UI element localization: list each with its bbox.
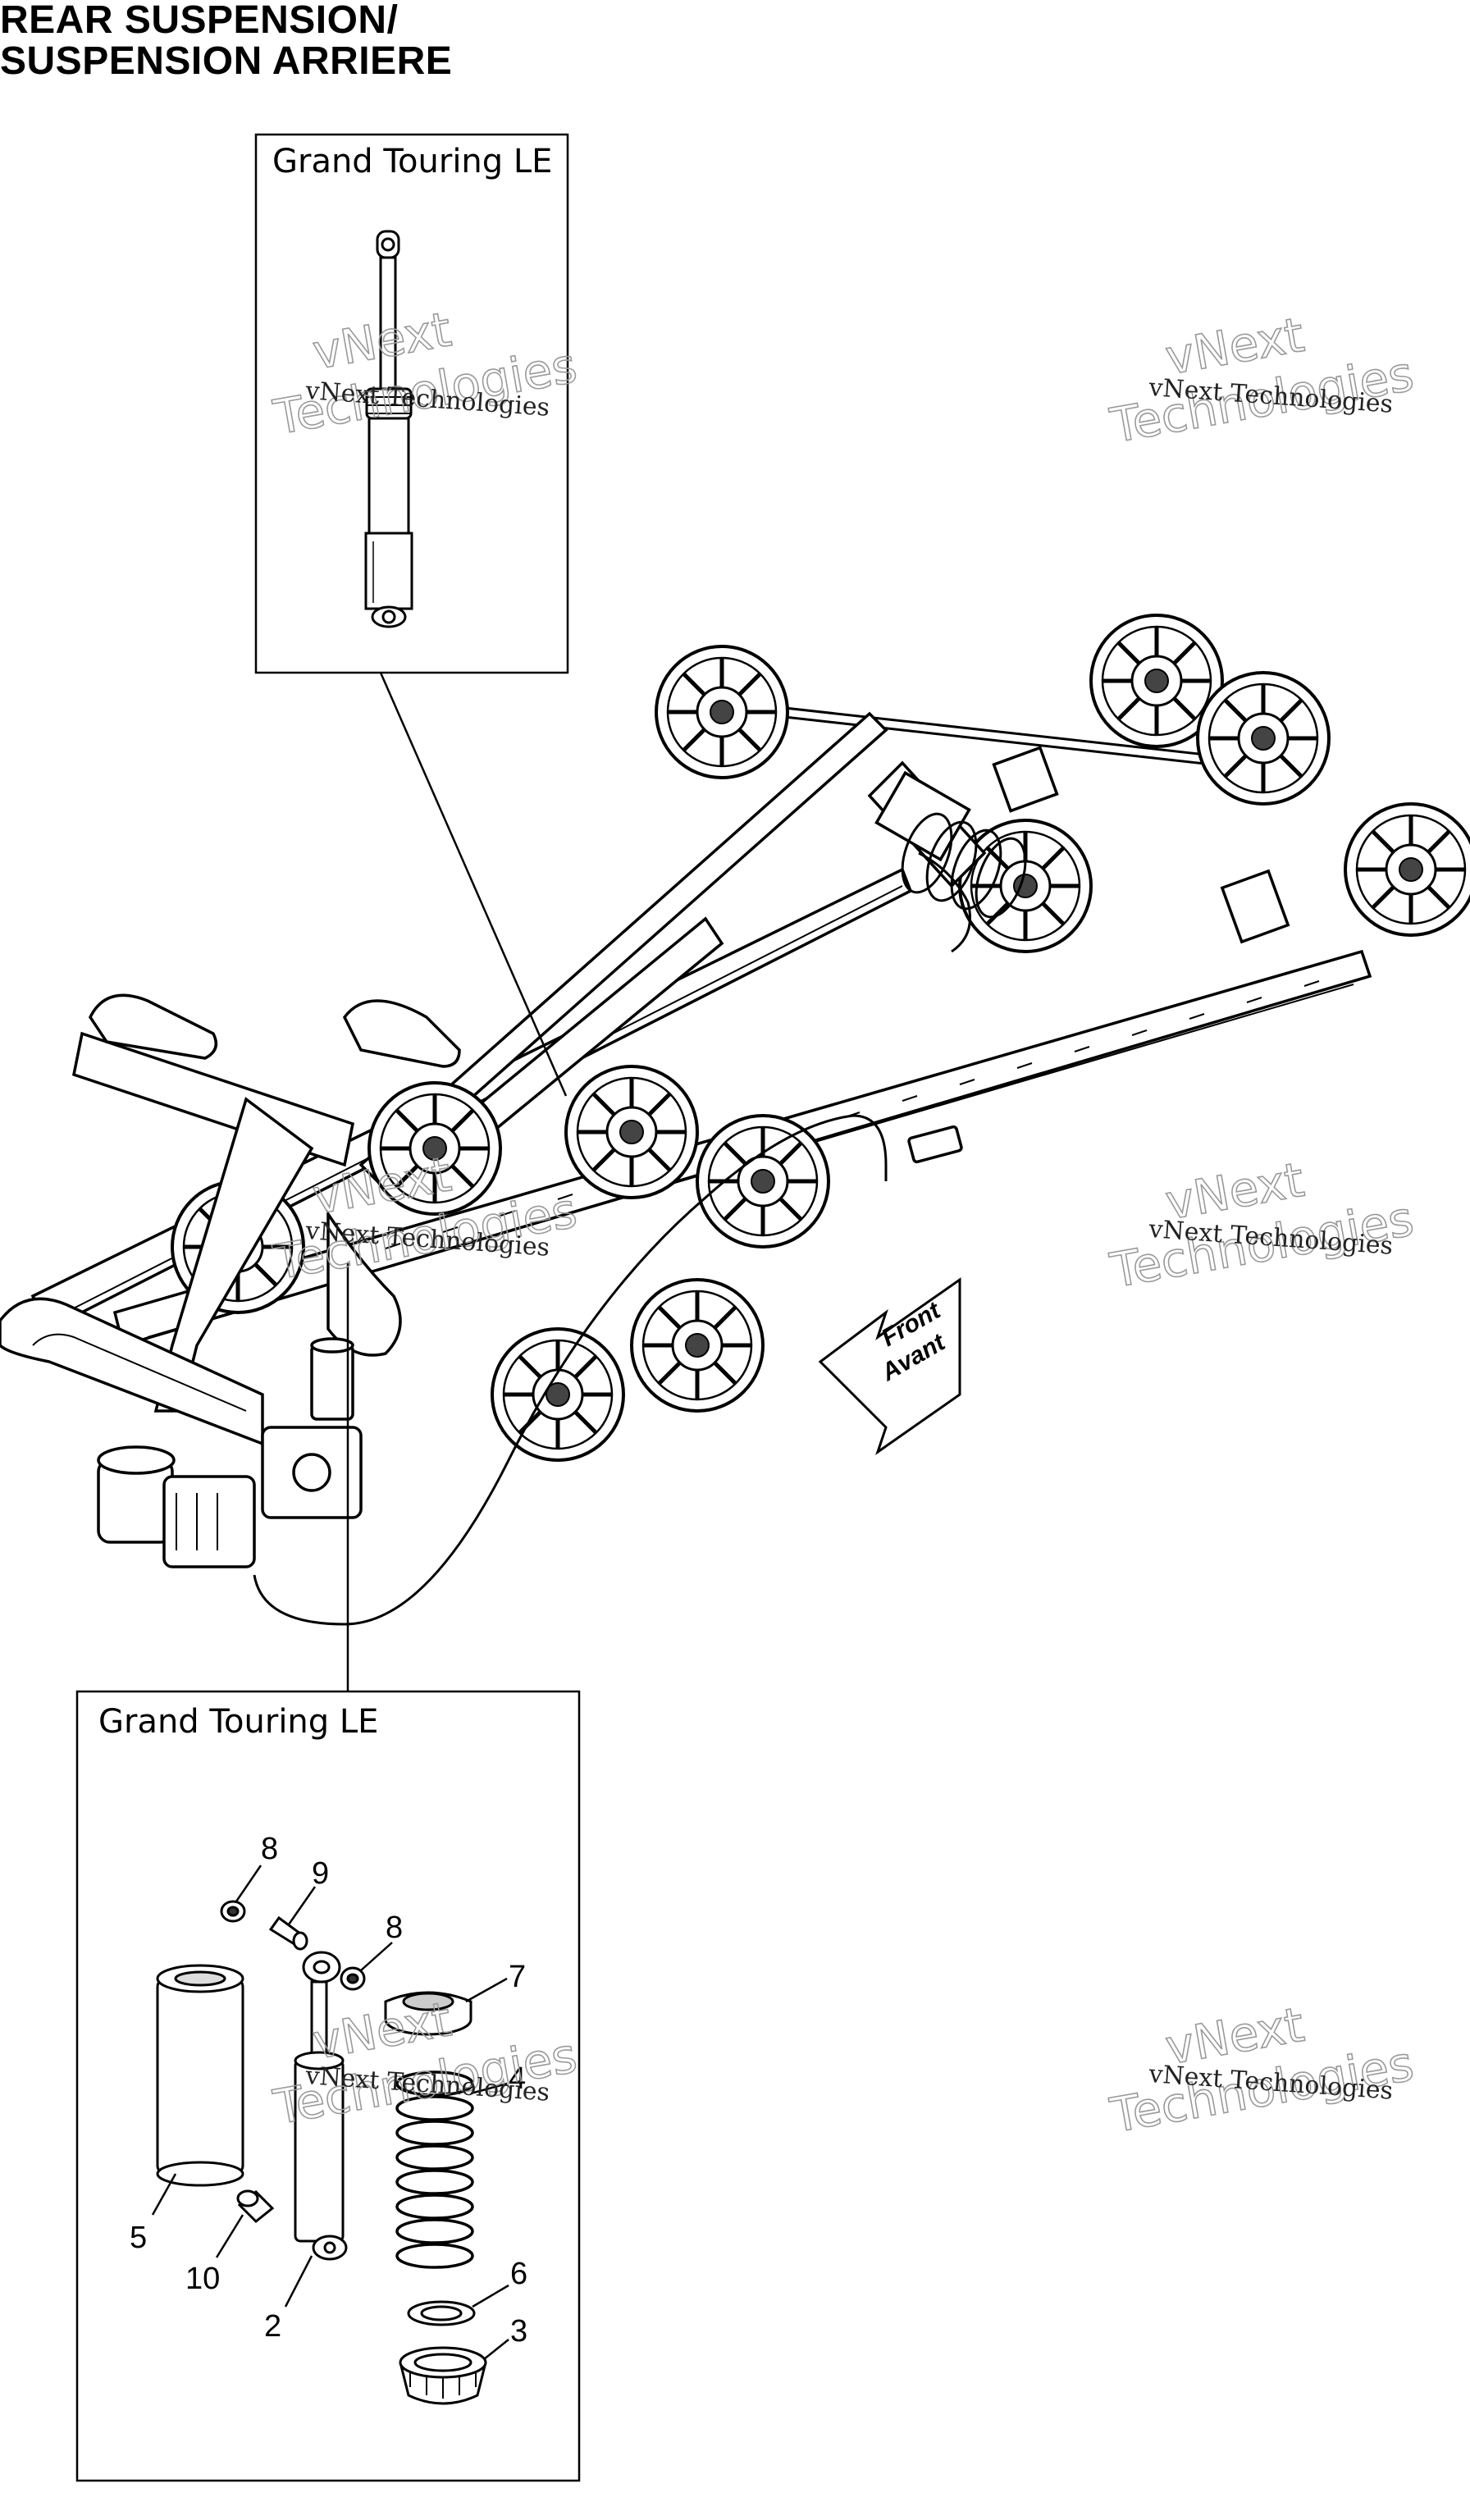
- rear-shock-strut: [358, 711, 888, 1184]
- callout-5: 5: [130, 2221, 147, 2255]
- rear-axle-clamp-left: [992, 746, 1059, 813]
- callout-3: 3: [510, 2314, 527, 2349]
- adjuster-motor: [97, 1426, 363, 1568]
- front-handle-right: [342, 999, 461, 1068]
- rear-coil-spring: [901, 812, 1027, 919]
- part-4-coil-spring: [395, 2070, 474, 2269]
- page-title-line1: REAR SUSPENSION/: [0, 0, 399, 42]
- front-direction-arrow: Front Avant: [818, 1277, 961, 1455]
- part-8-bushing-upper: [220, 1900, 246, 1923]
- part-9-sleeve: [268, 1915, 308, 1951]
- callout-8-right: 8: [386, 1911, 403, 1945]
- rear-axle-clamp-right: [1220, 869, 1290, 944]
- callout-leaders: [151, 1865, 509, 2360]
- part-6-washer: [407, 2300, 476, 2326]
- callout-10: 10: [185, 2262, 220, 2296]
- rear-idler-wheel-right: [1198, 673, 1329, 804]
- callout-6: 6: [510, 2257, 527, 2291]
- rear-suspension-assembly: [0, 615, 1470, 1626]
- front-wheel-right: [632, 1280, 763, 1411]
- mid-wheel-right: [697, 1116, 829, 1247]
- callout-9: 9: [312, 1856, 329, 1891]
- watermark-6: vNext Technologies: [1106, 1996, 1418, 2144]
- front-shock-absorber: [310, 1344, 354, 1421]
- bottom-inset: Grand Touring LE: [75, 1690, 581, 2482]
- cable-connector: [907, 1125, 963, 1164]
- part-2-shock-absorber: [294, 1951, 348, 2261]
- callout-2: 2: [264, 2309, 281, 2344]
- part-3-adjuster-ring: [399, 2346, 487, 2405]
- callout-8-upper: 8: [261, 1832, 278, 1866]
- top-inset-label: Grand Touring LE: [272, 143, 552, 180]
- inset-leader-lines: [346, 672, 568, 1691]
- top-shock-absorber: [364, 230, 413, 628]
- adjuster-cable: [253, 1114, 888, 1626]
- bottom-inset-label: Grand Touring LE: [98, 1703, 378, 1741]
- part-8-bushing-right: [340, 1966, 366, 1991]
- part-5-boot: [156, 1964, 244, 2187]
- page-title-line2: SUSPENSION ARRIERE: [0, 39, 453, 83]
- rear-idler-wheel-edge: [1345, 804, 1470, 935]
- callout-4: 4: [509, 2061, 526, 2096]
- watermark-2: vNext Technologies: [1106, 306, 1418, 454]
- mid-wheel-left: [566, 1066, 697, 1198]
- page-title: REAR SUSPENSION/ SUSPENSION ARRIERE: [0, 0, 452, 82]
- front-wheel-left: [492, 1329, 623, 1460]
- callout-7: 7: [509, 1960, 526, 1994]
- top-inset: Grand Touring LE: [254, 133, 569, 674]
- part-10-bushing: [236, 2189, 275, 2224]
- mid-wheel-upper: [960, 820, 1091, 952]
- rear-idler-wheel-left: [656, 646, 788, 778]
- watermark-4: vNext Technologies: [1106, 1151, 1418, 1299]
- front-handle-left: [88, 993, 218, 1060]
